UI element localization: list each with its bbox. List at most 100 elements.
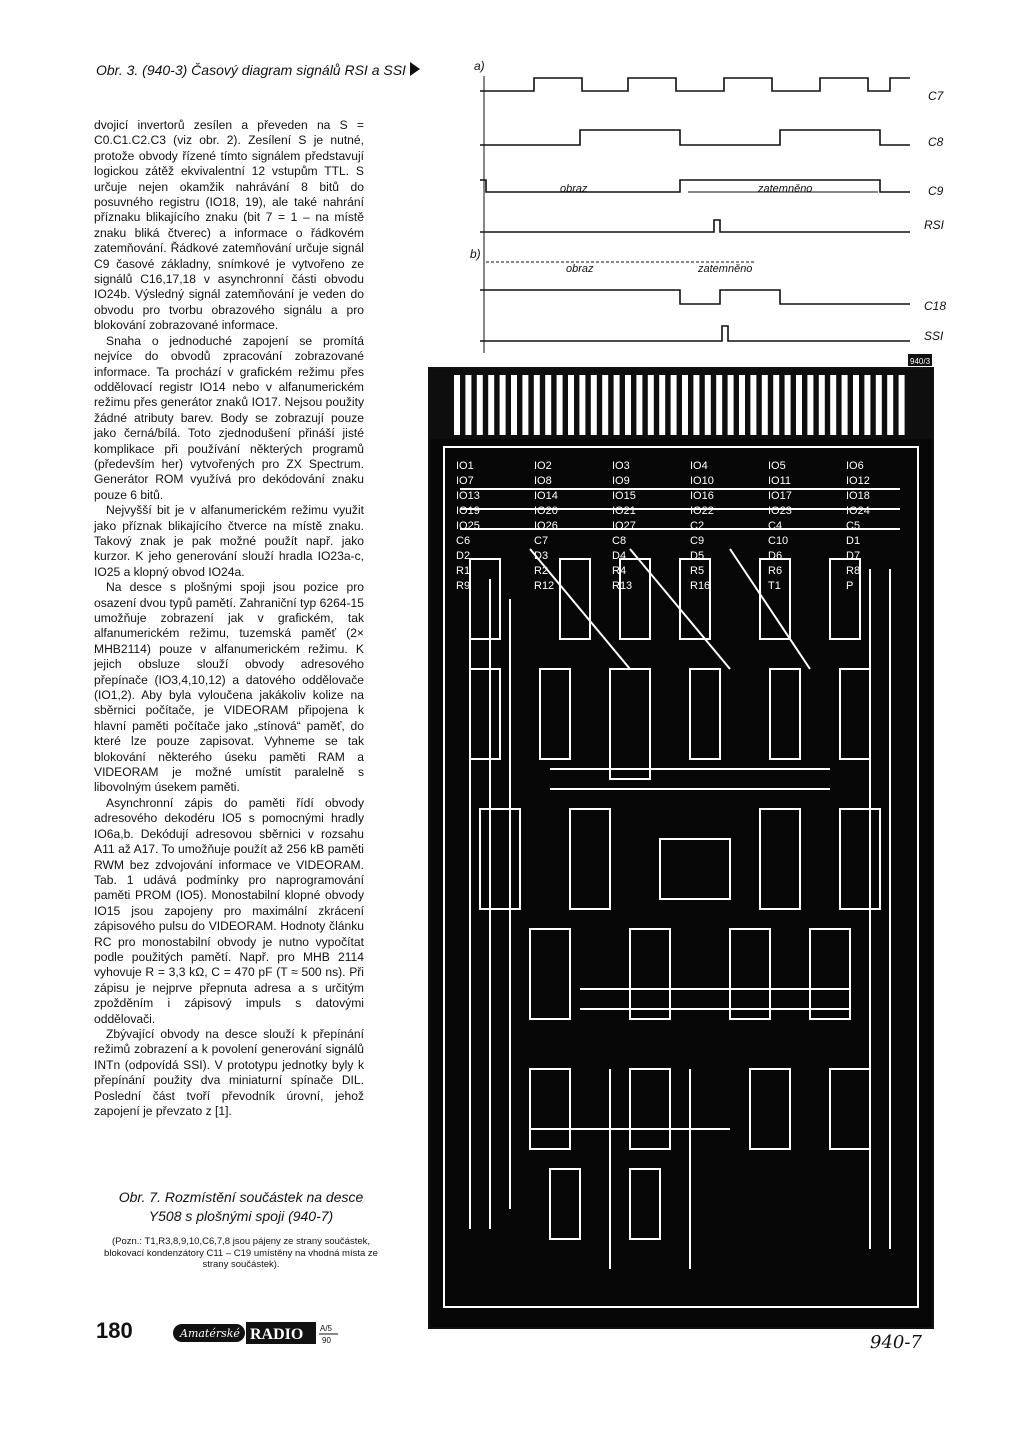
component-label: IO22 <box>690 505 714 517</box>
component-label: R16 <box>690 580 710 592</box>
edge-connector-finger <box>818 375 825 435</box>
component-label: IO19 <box>456 505 480 517</box>
component-label: IO16 <box>690 490 714 502</box>
component-label: C2 <box>690 520 704 532</box>
edge-connector-finger <box>773 375 780 435</box>
edge-connector-finger <box>511 375 517 435</box>
ic-footprint <box>839 668 871 760</box>
ic-footprint <box>839 808 881 910</box>
edge-connector-finger <box>659 375 666 435</box>
paragraph: Zbývající obvody na desce slouží k přepí… <box>94 1026 364 1118</box>
ic-footprint <box>469 558 501 640</box>
label-zatemneno-b: zatemněno <box>697 263 752 275</box>
signal-label-rsi: RSI <box>924 218 945 232</box>
text-column: dvojicí invertorů zesílen a převeden na … <box>94 118 364 1119</box>
figure-3-caption: Obr. 3. (940-3) Časový diagram signálů R… <box>96 62 420 78</box>
figure-7-note: (Pozn.: T1,R3,8,9,10,C6,7,8 jsou pájeny … <box>104 1236 378 1270</box>
handwritten-code: 940-7 <box>870 1332 922 1353</box>
signal-trace-c7 <box>480 77 910 92</box>
edge-connector-finger <box>898 375 905 435</box>
component-label: IO21 <box>612 505 636 517</box>
component-label: C4 <box>768 520 782 532</box>
component-label: R1 <box>456 565 470 577</box>
component-label: IO1 <box>456 460 474 472</box>
label-a: a) <box>474 59 485 73</box>
component-label: C5 <box>846 520 860 532</box>
ic-footprint <box>479 808 521 910</box>
component-label: IO3 <box>612 460 630 472</box>
logo-text-amaterske: Amatérské <box>179 1327 240 1340</box>
edge-connector-finger <box>784 375 791 435</box>
signal-trace-c9 <box>480 179 910 193</box>
ic-footprint <box>689 668 721 760</box>
edge-connector-finger <box>602 375 609 435</box>
component-label: IO24 <box>846 505 870 517</box>
figure-7-caption-line2: Y508 s plošnými spoji (940-7) <box>148 1208 334 1224</box>
label-b: b) <box>470 247 481 261</box>
signal-label-c8: C8 <box>928 135 944 149</box>
component-label: C9 <box>690 535 704 547</box>
paragraph: Nejvyšší bit je v alfanumerickém režimu … <box>94 503 364 579</box>
component-label: IO8 <box>534 475 552 487</box>
ic-footprint <box>469 668 501 760</box>
signal-trace-c18 <box>480 289 910 305</box>
label-obraz-b: obraz <box>566 263 594 275</box>
paragraph: Na desce s plošnými spoji jsou pozice pr… <box>94 580 364 795</box>
edge-connector-finger <box>476 375 483 435</box>
ic-footprint <box>539 668 571 760</box>
edge-connector-finger <box>704 375 711 435</box>
component-label: D7 <box>846 550 860 562</box>
ic-footprint <box>549 1168 581 1240</box>
component-label: IO13 <box>456 490 480 502</box>
ic-footprint <box>629 1068 671 1150</box>
ic-footprint <box>559 558 591 640</box>
component-label: IO7 <box>456 475 474 487</box>
ic-footprint <box>619 558 651 640</box>
edge-connector-finger <box>796 375 802 435</box>
paragraph: Snaha o jednoduché zapojení se promítá n… <box>94 333 364 502</box>
paragraph: Asynchronní zápis do paměti řídí obvody … <box>94 795 364 1026</box>
component-label: C10 <box>768 535 788 547</box>
edge-connector-finger <box>556 375 563 435</box>
ic-footprint <box>659 838 731 900</box>
edge-connector-finger <box>750 375 757 435</box>
ic-footprint <box>809 928 851 1020</box>
component-label: P <box>846 580 853 592</box>
ic-footprint <box>749 1068 791 1150</box>
component-label: R9 <box>456 580 470 592</box>
component-label: IO23 <box>768 505 792 517</box>
component-label: D1 <box>846 535 860 547</box>
ic-footprint <box>569 808 611 910</box>
ic-footprint <box>829 1068 871 1150</box>
edge-connector-finger <box>853 375 859 435</box>
component-label: D3 <box>534 550 548 562</box>
component-label: R4 <box>612 565 626 577</box>
ic-footprint <box>529 928 571 1020</box>
ic-footprint <box>629 1168 661 1240</box>
component-label: D5 <box>690 550 704 562</box>
figure-3-caption-text: Obr. 3. (940-3) Časový diagram signálů R… <box>96 62 406 78</box>
logo-text-radio: RADIO <box>250 1326 303 1343</box>
edge-connector-finger <box>636 375 643 435</box>
component-label: IO27 <box>612 520 636 532</box>
ic-footprint <box>529 1068 571 1150</box>
component-label: R6 <box>768 565 782 577</box>
ic-footprint <box>609 668 651 780</box>
edge-connector-finger <box>739 375 745 435</box>
ic-footprint <box>679 558 711 640</box>
signal-label-ssi: SSI <box>924 329 944 343</box>
component-label: IO25 <box>456 520 480 532</box>
timing-diagram: a) b) C7 C8 C9 RSI C18 SSI obraz zatemně… <box>470 59 946 366</box>
edge-connector-finger <box>647 375 654 435</box>
edge-connector-finger <box>682 375 688 435</box>
component-label: IO15 <box>612 490 636 502</box>
issue-number: A/5 <box>320 1324 333 1333</box>
component-label: IO9 <box>612 475 630 487</box>
edge-connector-finger <box>830 375 837 435</box>
figure-7-caption: Obr. 7. Rozmístění součástek na desce Y5… <box>96 1188 386 1226</box>
component-label: C8 <box>612 535 626 547</box>
component-label: D6 <box>768 550 782 562</box>
signal-label-c18: C18 <box>924 299 946 313</box>
component-label: C6 <box>456 535 470 547</box>
